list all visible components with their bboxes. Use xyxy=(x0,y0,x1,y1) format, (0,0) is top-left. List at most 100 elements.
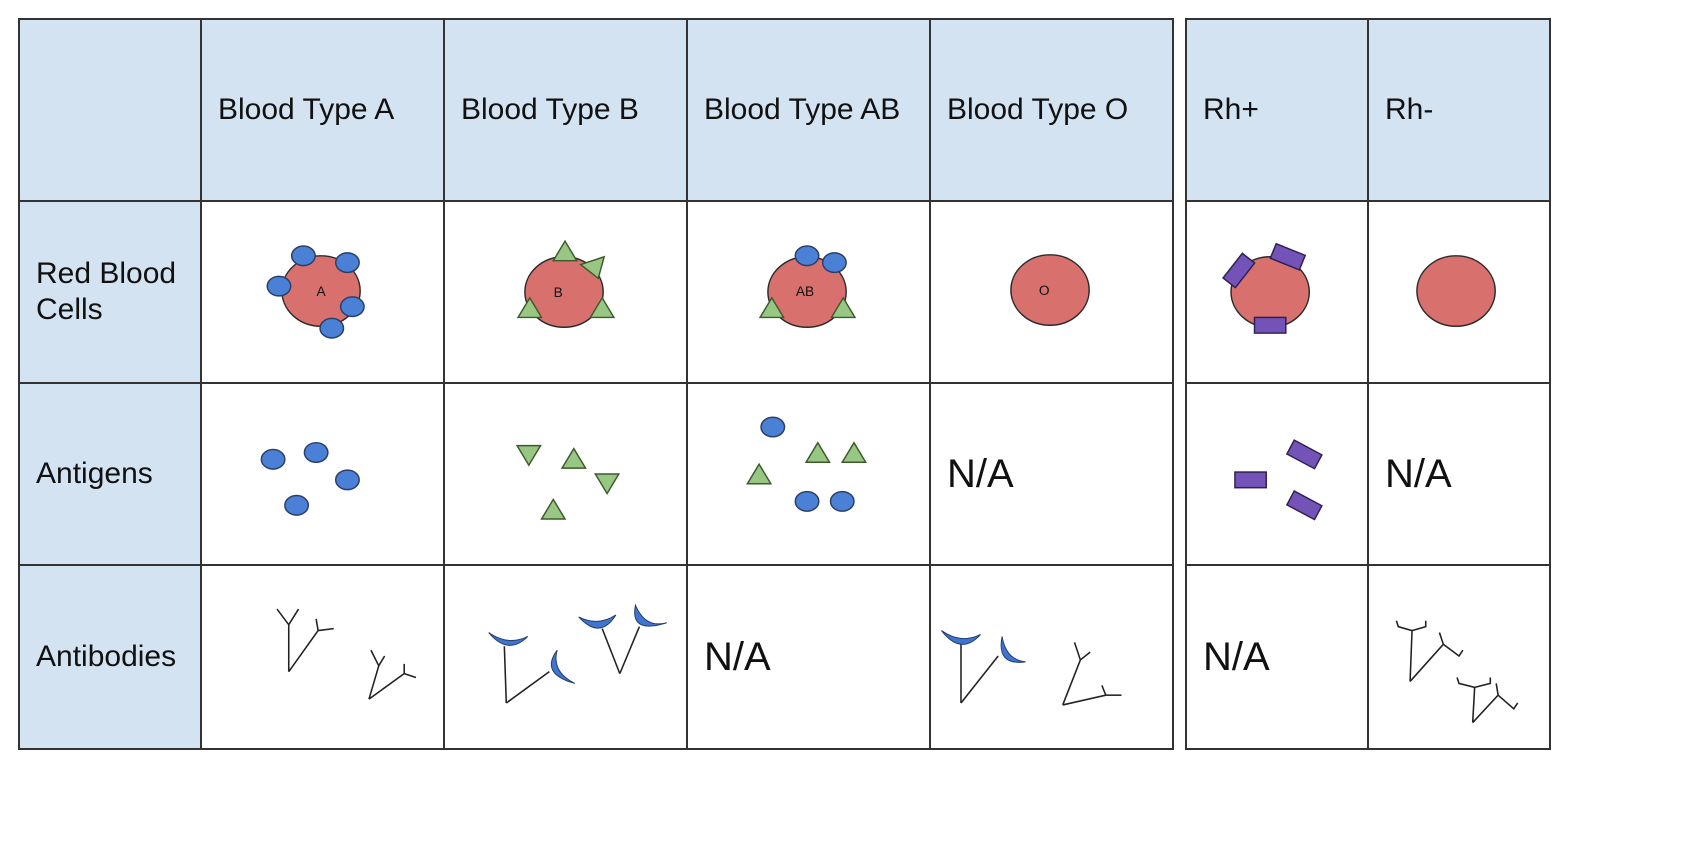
antibodies-b-illustration xyxy=(488,603,667,704)
rh-antigen xyxy=(1234,471,1267,489)
anti-a-antibody xyxy=(578,603,667,674)
b-antigen xyxy=(758,296,785,319)
antibodies-cell-a xyxy=(200,564,445,750)
header-label: Rh+ xyxy=(1203,93,1259,126)
header-blood-type-o: Blood Type O xyxy=(929,18,1174,202)
header-label: Blood Type O xyxy=(947,93,1129,126)
rbc-a-illustration: A xyxy=(266,245,365,339)
header-label: Blood Type B xyxy=(461,93,639,126)
rbc-cell-b: B xyxy=(443,200,688,384)
a-antigen xyxy=(821,252,847,274)
rh-antigen xyxy=(1285,439,1323,470)
a-antigen xyxy=(266,275,292,297)
a-antigen xyxy=(303,441,329,463)
header-rh-positive: Rh+ xyxy=(1185,18,1369,202)
anti-a-antibody xyxy=(941,630,1026,704)
rbc-cell-rh-positive xyxy=(1185,200,1369,384)
row-label: Red Blood Cells xyxy=(36,257,177,326)
rbc-rh-positive-illustration xyxy=(1222,242,1311,334)
b-antigen xyxy=(515,444,542,467)
a-antigen xyxy=(319,317,345,339)
a-antigen xyxy=(290,245,316,267)
antigens-cell-o: N/A xyxy=(929,382,1174,566)
b-antigen xyxy=(540,498,567,520)
antibodies-cell-b xyxy=(443,564,688,750)
anti-b-antibody xyxy=(276,608,334,673)
antigens-cell-rh-negative: N/A xyxy=(1367,382,1551,566)
b-antigen xyxy=(560,447,587,469)
antibodies-cell-o xyxy=(929,564,1174,750)
row-header-antibodies: Antibodies xyxy=(18,564,202,750)
anti-b-antibody xyxy=(1062,642,1122,706)
header-blood-type-ab: Blood Type AB xyxy=(686,18,931,202)
rbc-label: A xyxy=(316,284,326,299)
rh-antigen xyxy=(1269,242,1307,271)
b-antigen xyxy=(551,239,579,262)
a-antigen xyxy=(334,469,360,491)
antibodies-o-illustration xyxy=(941,630,1122,706)
antigens-cell-rh-positive xyxy=(1185,382,1369,566)
rbc-rh-negative-illustration xyxy=(1416,255,1496,327)
b-antigen xyxy=(830,296,857,319)
b-antigen xyxy=(594,473,621,495)
antibodies-rh-negative-illustration xyxy=(1395,620,1519,724)
not-applicable-text: N/A xyxy=(704,634,771,679)
rbc-o-illustration: O xyxy=(1010,254,1090,326)
anti-a-antibody xyxy=(488,632,576,704)
not-applicable-text: N/A xyxy=(1385,451,1452,496)
a-antigen xyxy=(284,494,310,516)
antibodies-cell-rh-positive: N/A xyxy=(1185,564,1369,750)
anti-rh-antibody xyxy=(1395,620,1464,682)
rbc-label: B xyxy=(554,285,563,300)
red-blood-cell xyxy=(1416,255,1496,327)
rh-antigen xyxy=(1222,252,1256,289)
header-label: Blood Type AB xyxy=(704,93,901,126)
header-blood-type-b: Blood Type B xyxy=(443,18,688,202)
b-antigen xyxy=(589,296,616,319)
antigens-ab-illustration xyxy=(746,416,868,512)
antigens-cell-a xyxy=(200,382,445,566)
b-antigen xyxy=(746,462,773,485)
rh-antigen xyxy=(1253,316,1287,334)
rbc-cell-rh-negative xyxy=(1367,200,1551,384)
antibodies-a-illustration xyxy=(276,608,417,700)
row-header-antigens: Antigens xyxy=(18,382,202,566)
antibodies-cell-ab: N/A xyxy=(686,564,931,750)
rbc-label: O xyxy=(1039,283,1050,298)
row-label: Antigens xyxy=(36,457,153,490)
rbc-b-illustration: B xyxy=(516,239,616,328)
antigens-a-illustration xyxy=(260,441,360,516)
header-blood-type-a: Blood Type A xyxy=(200,18,445,202)
red-blood-cell xyxy=(1010,254,1090,326)
header-label: Blood Type A xyxy=(218,93,395,126)
antigens-rh-positive-illustration xyxy=(1234,439,1323,521)
anti-rh-antibody xyxy=(1456,677,1519,724)
not-applicable-text: N/A xyxy=(947,451,1014,496)
a-antigen xyxy=(794,490,820,512)
a-antigen xyxy=(829,490,855,512)
row-header-red-blood-cells: Red Blood Cells xyxy=(18,200,202,384)
b-antigen xyxy=(516,296,543,319)
a-antigen xyxy=(334,252,360,274)
rh-antigen xyxy=(1285,490,1323,521)
rbc-ab-illustration: AB xyxy=(758,245,857,328)
header-rh-negative: Rh- xyxy=(1367,18,1551,202)
rbc-cell-o: O xyxy=(929,200,1174,384)
rbc-cell-ab: AB xyxy=(686,200,931,384)
header-corner xyxy=(18,18,202,202)
antigens-b-illustration xyxy=(515,444,621,520)
antigens-cell-ab xyxy=(686,382,931,566)
a-antigen xyxy=(260,448,286,470)
a-antigen xyxy=(760,416,786,438)
b-antigen xyxy=(840,441,868,463)
not-applicable-text: N/A xyxy=(1203,634,1270,679)
rbc-cell-a: A xyxy=(200,200,445,384)
anti-b-antibody xyxy=(368,649,417,700)
antigens-cell-b xyxy=(443,382,688,566)
a-antigen xyxy=(339,296,365,318)
row-label: Antibodies xyxy=(36,640,177,673)
header-label: Rh- xyxy=(1385,93,1434,126)
rbc-label: AB xyxy=(796,284,814,299)
b-antigen xyxy=(804,441,831,463)
